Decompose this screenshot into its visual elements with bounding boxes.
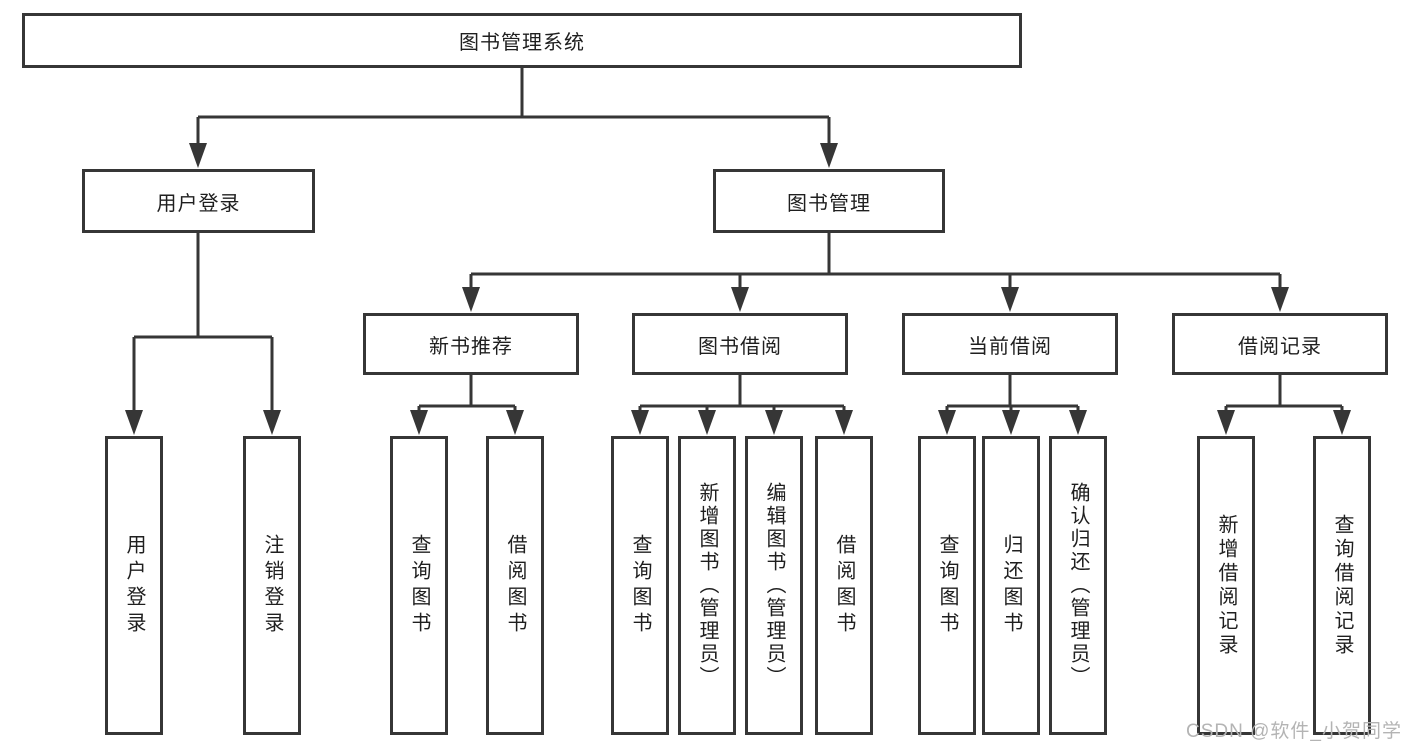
node-root-label: 图书管理系统 xyxy=(459,32,585,54)
leaf-query-book-3: 查询图书 xyxy=(918,436,976,735)
leaf-return-book: 归还图书 xyxy=(982,436,1040,735)
leaf-borrow-book-2: 借阅图书 xyxy=(815,436,873,735)
leaf-add-borrow-record: 新增借阅记录 xyxy=(1197,436,1255,735)
node-current-borrow-label: 当前借阅 xyxy=(968,335,1052,358)
leaf-query-book-1: 查询图书 xyxy=(390,436,448,735)
node-book-borrow-label: 图书借阅 xyxy=(698,335,782,358)
node-user-login: 用户登录 xyxy=(82,169,315,233)
leaf-confirm-return-admin: 确认归还（管理员） xyxy=(1049,436,1107,735)
leaf-logout: 注销登录 xyxy=(243,436,301,735)
leaf-query-borrow-record-label: 查询借阅记录 xyxy=(1331,513,1353,658)
node-root: 图书管理系统 xyxy=(22,13,1022,68)
node-borrow-records-label: 借阅记录 xyxy=(1238,335,1322,358)
leaf-add-borrow-record-label: 新增借阅记录 xyxy=(1215,513,1237,658)
leaf-query-book-1-label: 查询图书 xyxy=(408,533,430,638)
leaf-query-book-3-label: 查询图书 xyxy=(936,533,958,638)
leaf-user-login: 用户登录 xyxy=(105,436,163,735)
leaf-logout-label: 注销登录 xyxy=(261,533,283,638)
node-borrow-records: 借阅记录 xyxy=(1172,313,1388,375)
leaf-user-login-label: 用户登录 xyxy=(123,533,145,638)
node-book-management: 图书管理 xyxy=(713,169,945,233)
node-user-login-label: 用户登录 xyxy=(156,192,241,215)
leaf-borrow-book-2-label: 借阅图书 xyxy=(833,533,855,638)
node-new-book-recommend-label: 新书推荐 xyxy=(429,335,513,358)
node-current-borrow: 当前借阅 xyxy=(902,313,1118,375)
leaf-add-book-admin-label: 新增图书（管理员） xyxy=(696,482,718,689)
leaf-edit-book-admin: 编辑图书（管理员） xyxy=(745,436,803,735)
node-new-book-recommend: 新书推荐 xyxy=(363,313,579,375)
leaf-query-book-2: 查询图书 xyxy=(611,436,669,735)
leaf-borrow-book-1-label: 借阅图书 xyxy=(504,533,526,638)
leaf-query-borrow-record: 查询借阅记录 xyxy=(1313,436,1371,735)
leaf-add-book-admin: 新增图书（管理员） xyxy=(678,436,736,735)
leaf-edit-book-admin-label: 编辑图书（管理员） xyxy=(763,482,785,689)
leaf-return-book-label: 归还图书 xyxy=(1000,533,1022,638)
node-book-management-label: 图书管理 xyxy=(787,192,871,215)
leaf-confirm-return-admin-label: 确认归还（管理员） xyxy=(1067,482,1089,689)
leaf-borrow-book-1: 借阅图书 xyxy=(486,436,544,735)
csdn-watermark: CSDN @软件_小贺同学 xyxy=(1186,721,1402,742)
leaf-query-book-2-label: 查询图书 xyxy=(629,533,651,638)
node-book-borrow: 图书借阅 xyxy=(632,313,848,375)
